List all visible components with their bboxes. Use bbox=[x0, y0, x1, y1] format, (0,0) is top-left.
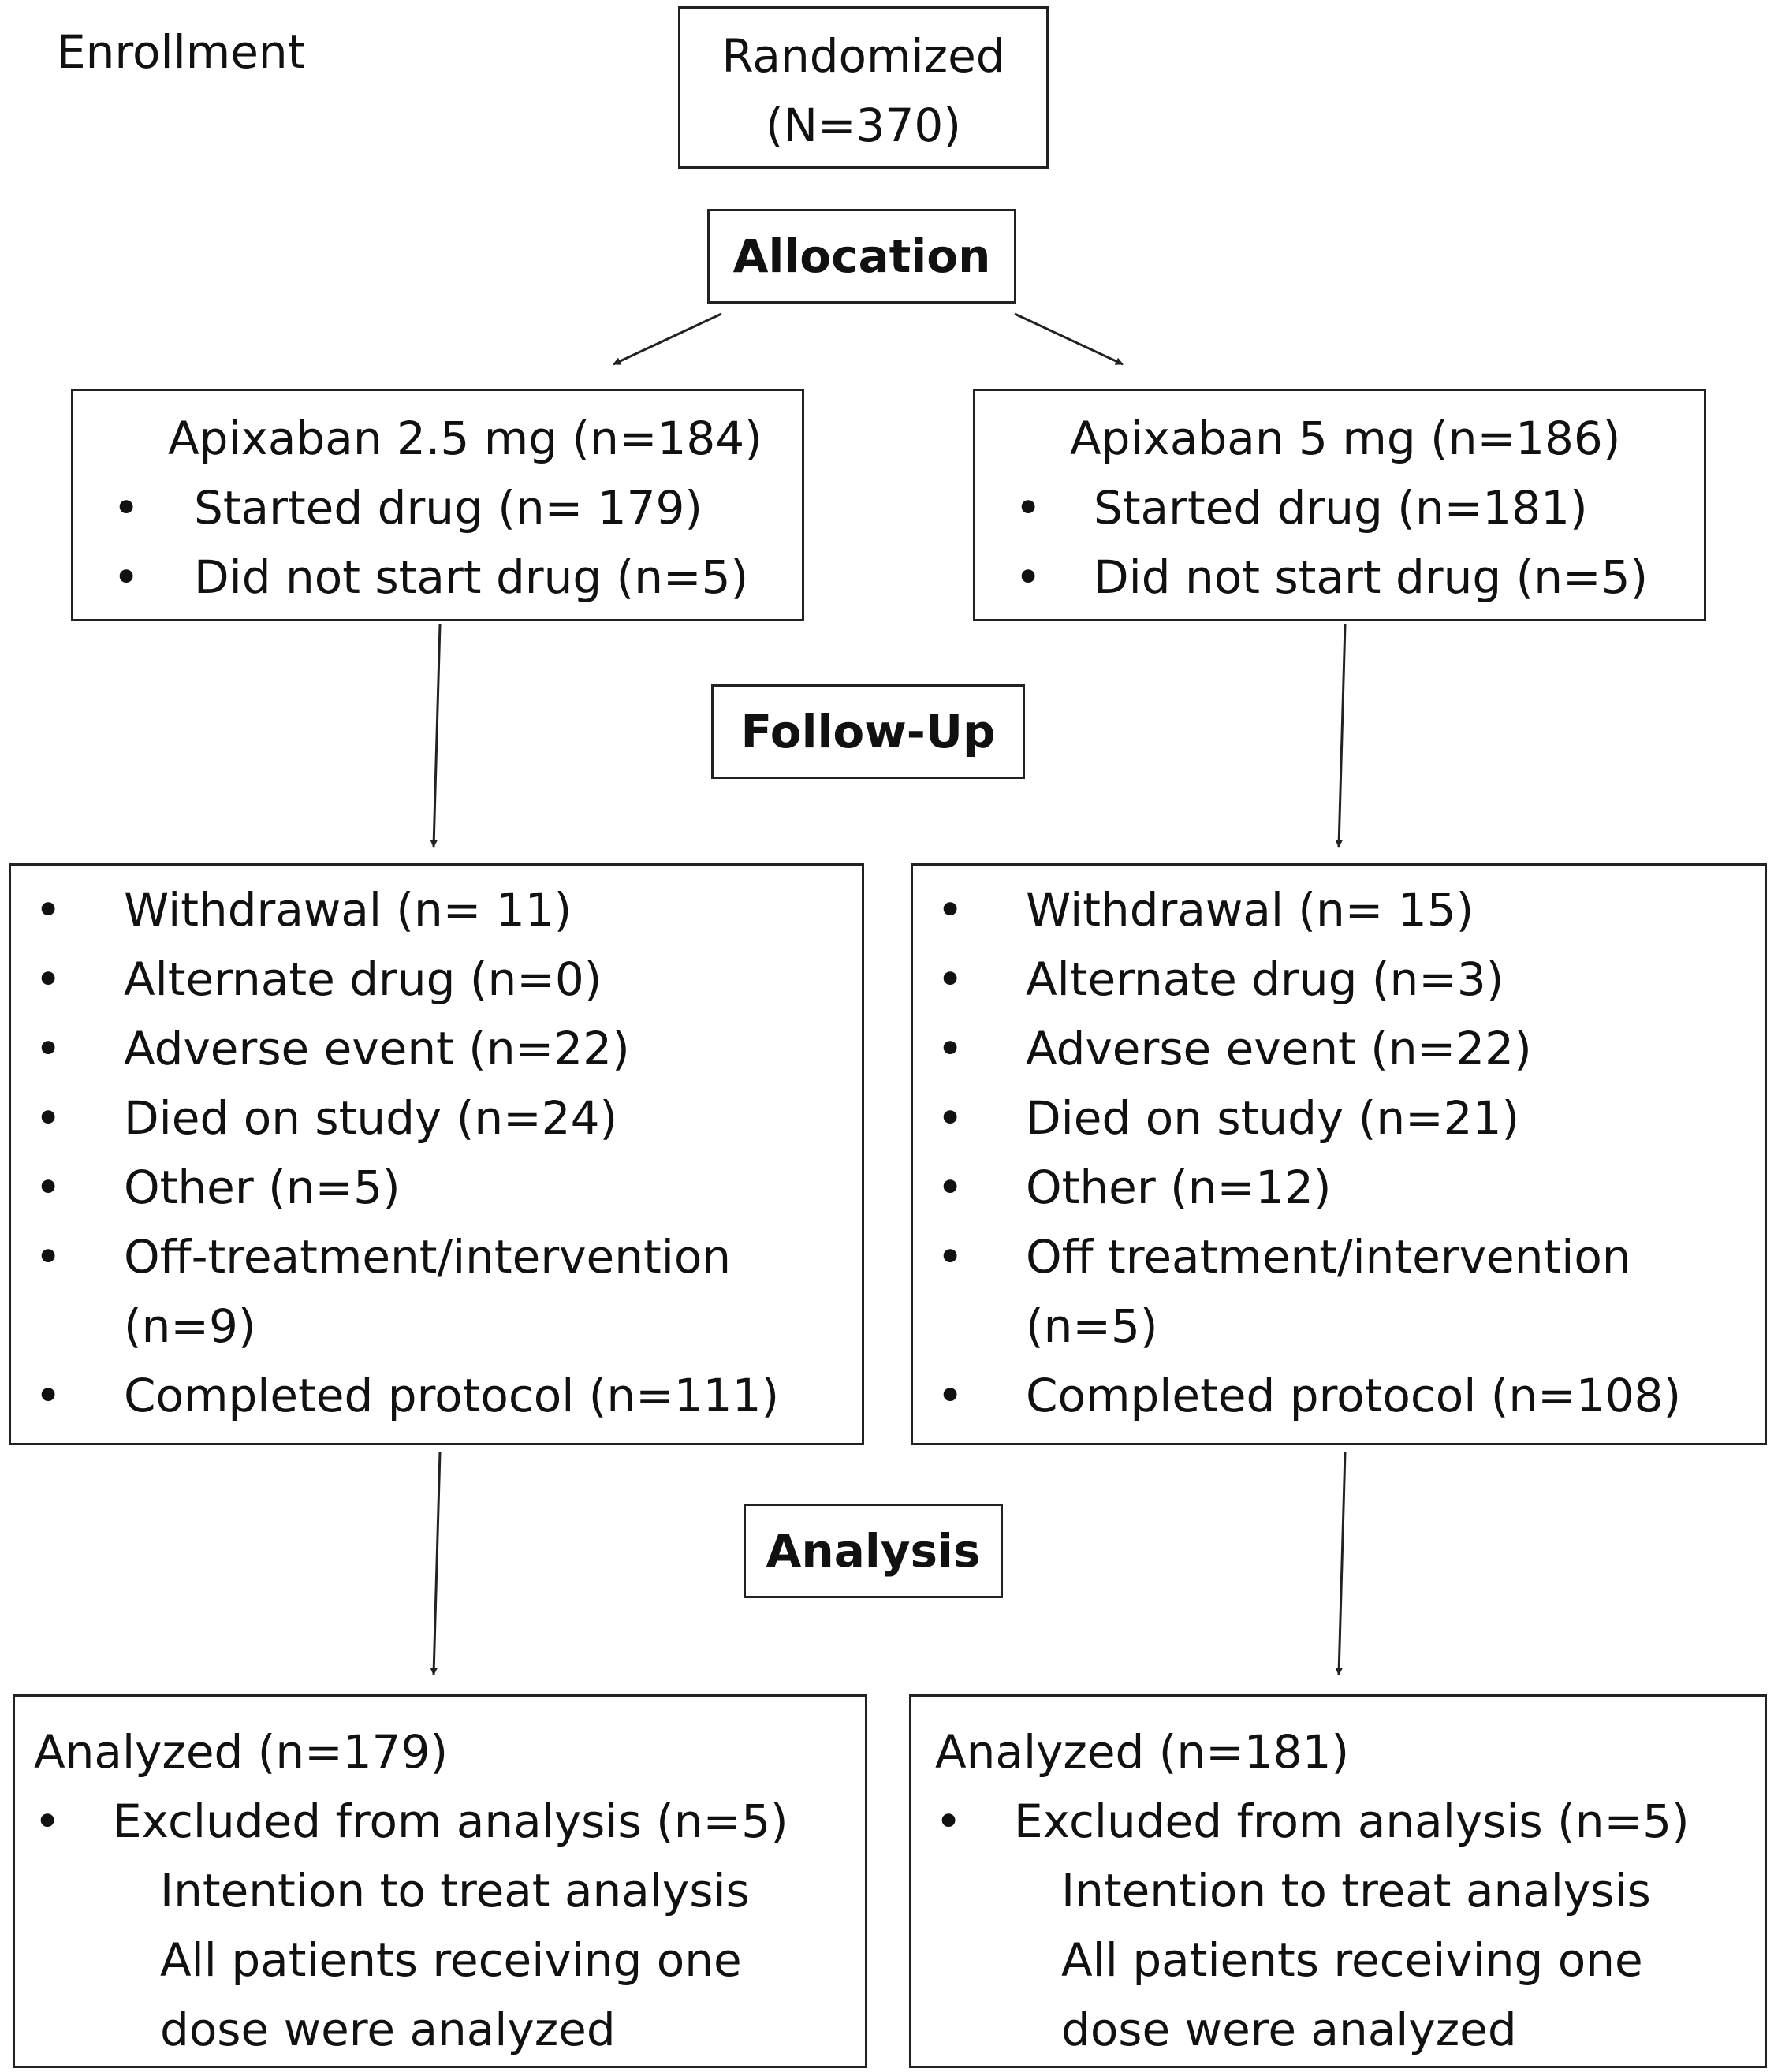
right-note: Intention to treat analysis bbox=[1061, 1864, 1651, 1917]
left-followup-item: •Adverse event (n=22) bbox=[35, 1022, 630, 1075]
analysis-stage-box: Analysis bbox=[744, 1504, 1003, 1598]
right-analyzed: Analyzed (n=181) bbox=[935, 1725, 1350, 1779]
arrow-right-arm-to-followup bbox=[1335, 624, 1347, 848]
right-arm-allocation-box: Apixaban 5 mg (n=186) •Started drug (n=1… bbox=[973, 389, 1706, 621]
left-arm-started: •Started drug (n= 179) bbox=[113, 481, 703, 535]
left-arm-not-started: •Did not start drug (n=5) bbox=[113, 550, 749, 604]
left-followup-item: •Other (n=5) bbox=[35, 1161, 401, 1214]
right-followup-item: •Completed protocol (n=108) bbox=[937, 1369, 1682, 1422]
right-arm-not-started: •Did not start drug (n=5) bbox=[1015, 550, 1649, 604]
right-followup-item: •Adverse event (n=22) bbox=[937, 1022, 1532, 1075]
left-followup-item: •Off-treatment/intervention bbox=[35, 1230, 732, 1284]
right-followup-box: •Withdrawal (n= 15) •Alternate drug (n=3… bbox=[911, 863, 1767, 1445]
left-followup-box: •Withdrawal (n= 11) •Alternate drug (n=0… bbox=[9, 863, 864, 1445]
right-analysis-box: Analyzed (n=181) •Excluded from analysis… bbox=[909, 1694, 1767, 2068]
allocation-stage-box: Allocation bbox=[707, 209, 1016, 304]
left-analyzed: Analyzed (n=179) bbox=[34, 1725, 449, 1779]
followup-stage-box: Follow-Up bbox=[711, 684, 1025, 779]
left-note: dose were analyzed bbox=[160, 2003, 616, 2056]
right-followup-item: •Died on study (n=21) bbox=[937, 1091, 1520, 1145]
right-note: dose were analyzed bbox=[1061, 2003, 1517, 2056]
left-arm-title: Apixaban 2.5 mg (n=184) bbox=[168, 412, 762, 465]
randomized-box: Randomized (N=370) bbox=[678, 6, 1049, 169]
left-note: All patients receiving one bbox=[160, 1933, 742, 1987]
analysis-stage-label: Analysis bbox=[766, 1524, 981, 1578]
left-followup-item-cont: (n=9) bbox=[124, 1299, 256, 1353]
left-excluded: •Excluded from analysis (n=5) bbox=[34, 1794, 788, 1848]
right-followup-item: •Other (n=12) bbox=[937, 1161, 1332, 1214]
arrow-allocation-to-right-arm bbox=[1014, 312, 1124, 366]
right-followup-item: •Withdrawal (n= 15) bbox=[937, 883, 1474, 937]
left-followup-item: •Died on study (n=24) bbox=[35, 1091, 618, 1145]
left-note: Intention to treat analysis bbox=[160, 1864, 750, 1917]
right-followup-item: •Off treatment/intervention bbox=[937, 1230, 1631, 1284]
randomized-label: Randomized bbox=[721, 29, 1005, 83]
right-followup-item-cont: (n=5) bbox=[1026, 1299, 1158, 1353]
followup-stage-label: Follow-Up bbox=[740, 705, 996, 758]
left-arm-allocation-box: Apixaban 2.5 mg (n=184) •Started drug (n… bbox=[71, 389, 804, 621]
right-arm-started: •Started drug (n=181) bbox=[1015, 481, 1588, 535]
right-excluded: •Excluded from analysis (n=5) bbox=[935, 1794, 1690, 1848]
allocation-stage-label: Allocation bbox=[732, 229, 991, 283]
arrow-left-arm-to-followup bbox=[430, 624, 442, 848]
enrollment-label: Enrollment bbox=[57, 25, 306, 79]
left-followup-item: •Completed protocol (n=111) bbox=[35, 1369, 780, 1422]
arrow-right-followup-to-analysis bbox=[1335, 1452, 1347, 1675]
left-followup-item: •Alternate drug (n=0) bbox=[35, 952, 602, 1006]
right-note: All patients receiving one bbox=[1061, 1933, 1643, 1987]
randomized-count: (N=370) bbox=[766, 99, 961, 152]
right-arm-title: Apixaban 5 mg (n=186) bbox=[1070, 412, 1621, 465]
arrow-left-followup-to-analysis bbox=[430, 1452, 442, 1675]
left-followup-item: •Withdrawal (n= 11) bbox=[35, 883, 572, 937]
arrow-allocation-to-left-arm bbox=[613, 312, 722, 366]
right-followup-item: •Alternate drug (n=3) bbox=[937, 952, 1504, 1006]
left-analysis-box: Analyzed (n=179) •Excluded from analysis… bbox=[13, 1694, 867, 2068]
